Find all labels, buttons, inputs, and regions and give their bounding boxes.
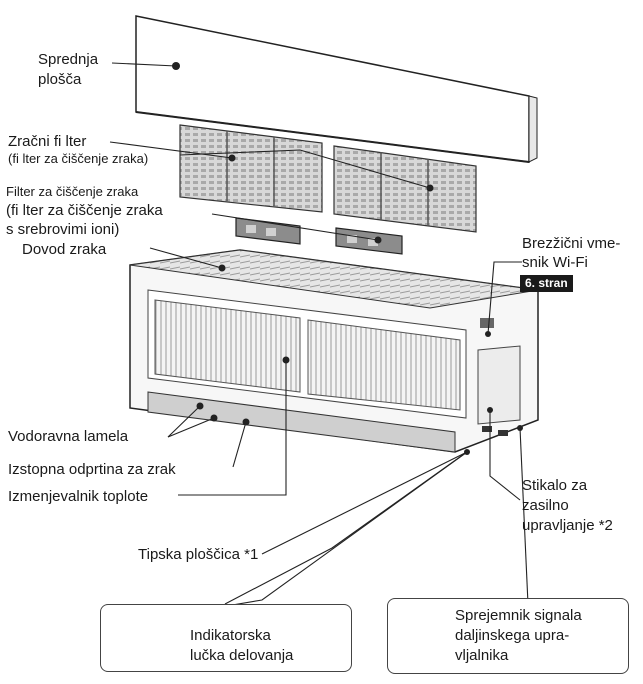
label-cleaning-filter-1: Filter za čiščenje zraka [6, 184, 139, 199]
cleaning-filter-left [235, 217, 301, 245]
label-wifi-1: Brezžični vme- [522, 235, 621, 252]
front-panel [135, 15, 538, 163]
label-emergency-2: zasilno [522, 497, 569, 514]
air-filter-left [179, 124, 323, 213]
label-indicator-2: lučka delovanja [190, 647, 294, 664]
label-air-intake: Dovod zraka [22, 241, 107, 258]
label-receiver-2: daljinskega upra- [455, 627, 570, 644]
label-cleaning-filter-3: s srebrovimi ioni) [6, 221, 120, 238]
label-indicator-1: Indikatorska [190, 627, 271, 644]
indoor-unit [129, 249, 539, 455]
label-rating-plate: Tipska ploščica *1 [138, 546, 259, 563]
label-receiver-3: vljalnika [455, 647, 509, 664]
label-air-outlet: Izstopna odprtina za zrak [8, 461, 176, 478]
label-emergency-3: upravljanje *2 [522, 517, 613, 534]
wifi-page-badge: 6. stran [520, 275, 573, 292]
label-front-panel-2: plošča [38, 71, 82, 88]
label-emergency-1: Stikalo za [522, 477, 588, 494]
label-air-filter-1: Zračni fi lter [8, 133, 87, 150]
cleaning-filter-right [335, 227, 403, 255]
label-cleaning-filter-2: (fi lter za čiščenje zraka [6, 202, 163, 219]
receiver-callout-box [387, 598, 629, 674]
label-wifi-2: snik Wi-Fi [522, 254, 588, 271]
label-air-filter-2: (fi lter za čiščenje zraka) [8, 151, 149, 166]
indicator-callout-box [100, 604, 352, 672]
label-receiver-1: Sprejemnik signala [455, 607, 582, 624]
air-filter-right [333, 145, 477, 233]
label-front-panel-1: Sprednja [38, 51, 99, 68]
label-louver: Vodoravna lamela [8, 428, 129, 445]
label-heat-exchanger: Izmenjevalnik toplote [8, 488, 149, 505]
